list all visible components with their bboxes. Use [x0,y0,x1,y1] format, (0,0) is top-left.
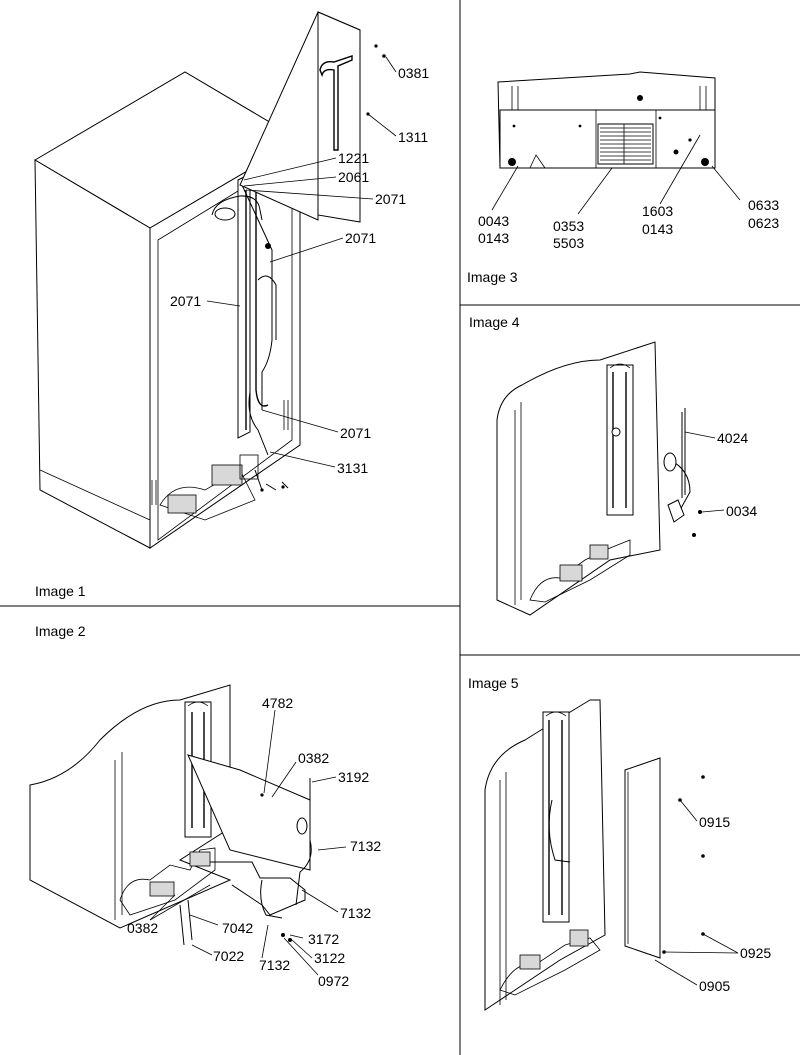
image3-caption: Image 3 [467,269,518,285]
callout-label: 0143 [642,221,673,237]
image3-panel: 0043 0143 0353 5503 1603 0143 0633 0623 … [467,71,779,285]
callout-label: 1221 [338,150,369,166]
image3-condenser-grille [600,124,651,164]
callout-label: 2071 [345,230,376,246]
callout-label: 0633 [748,197,779,213]
callout-label: 0382 [127,920,158,936]
callout-label: 3131 [337,460,368,476]
callout-label: 0381 [398,65,429,81]
callout-label: 0925 [740,945,771,961]
callout-label: 4782 [262,695,293,711]
callout-label: 1603 [642,203,673,219]
callout-label: 0623 [748,215,779,231]
callout-label: 7022 [213,948,244,964]
callout-label: 0043 [478,213,509,229]
callout-label: 7042 [222,920,253,936]
callout-label: 0905 [699,978,730,994]
image4-panel: 4024 0034 Image 4 [469,314,757,616]
callout-label: 7132 [340,905,371,921]
callout-label: 0034 [726,503,757,519]
image5-cabinet-rear [484,699,606,1011]
image4-leader-lines [684,431,725,513]
callout-label: 1311 [398,129,428,145]
image1-shroud-panel [239,11,386,223]
callout-label: 5503 [553,235,584,251]
image5-leader-lines [654,799,739,986]
callout-label: 2071 [340,425,371,441]
callout-label: 0353 [553,218,584,234]
image2-caption: Image 2 [35,623,86,639]
callout-label: 7132 [259,957,290,973]
image3-leader-lines [491,134,741,215]
callout-label: 2071 [375,191,406,207]
callout-label: 0143 [478,230,509,246]
image2-panel: 4782 0382 3192 7132 7132 0382 7042 7022 … [29,623,381,989]
image4-caption: Image 4 [469,314,520,330]
image2-cabinet-rear [29,684,232,929]
image4-harness-assembly [663,408,702,537]
image5-caption: Image 5 [468,675,519,691]
image1-refrigerator-cabinet [34,71,301,549]
image1-evaporator-assembly [211,173,289,492]
image2-leader-lines [149,709,347,976]
callout-label: 2061 [338,169,369,185]
callout-label: 2071 [170,293,201,309]
callout-label: 3192 [338,769,369,785]
image2-rear-cover [179,754,312,946]
callout-label: 3122 [314,950,345,966]
image5-cover-panel [624,757,705,959]
callout-label: 0382 [298,750,329,766]
image1-caption: Image 1 [35,583,86,599]
image4-cabinet-rear [496,341,661,616]
callout-label: 0915 [699,814,730,830]
image3-base-assembly [497,71,716,169]
callout-label: 7132 [350,838,381,854]
callout-label: 3172 [308,931,339,947]
image1-leader-lines [206,56,397,468]
image1-panel: 0381 1311 1221 2061 2071 2071 2071 2071 … [34,11,429,599]
callout-label: 4024 [717,430,748,446]
callout-label: 0972 [318,973,349,989]
image5-panel: 0915 0925 0905 Image 5 [468,675,771,1011]
